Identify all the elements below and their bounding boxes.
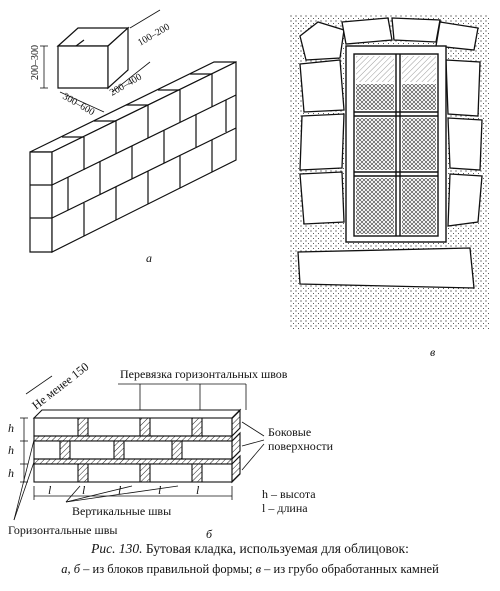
not-less-label: Не менее 150 <box>29 359 91 412</box>
l-label-3: l <box>118 483 122 497</box>
dim-length-a-label: 300–600 <box>61 91 97 118</box>
panel-label-b: б <box>206 527 213 541</box>
joint-2 <box>33 458 233 465</box>
side-surfaces-line1: Боковые <box>268 425 311 439</box>
caption-line-2: а, б – из блоков правильной формы; в – и… <box>0 562 500 577</box>
course-middle <box>33 431 241 461</box>
figure-v-window: в <box>290 14 490 359</box>
block-dimension-lines <box>40 9 161 113</box>
dim-width-label: 100–200 <box>136 22 172 49</box>
caption-mid: – из блоков правильной формы; <box>80 562 256 576</box>
section-leaders <box>13 375 265 521</box>
h-label-3: h <box>8 466 14 480</box>
figure-b-section <box>13 375 265 521</box>
caption-v: в <box>255 562 262 576</box>
figure-a-block-wall <box>29 9 237 253</box>
horizontal-joints-label: Горизонтальные швы <box>8 523 117 537</box>
single-block <box>56 26 130 90</box>
caption-line-1: Рис. 130. Бутовая кладка, используемая д… <box>0 541 500 557</box>
joint-1 <box>33 435 233 442</box>
horizontal-bond-label: Перевязка горизонтальных швов <box>120 367 288 381</box>
h-label-1: h <box>8 421 14 435</box>
panel-label-v: в <box>430 345 435 359</box>
h-label-2: h <box>8 443 14 457</box>
l-label-1: l <box>48 483 52 497</box>
legend-height: h – высота <box>262 487 316 501</box>
course-bottom <box>33 454 241 484</box>
side-surfaces-line2: поверхности <box>268 439 334 453</box>
rough-stones <box>297 17 483 289</box>
l-label-5: l <box>196 483 200 497</box>
caption-title: Бутовая кладка, используемая для облицов… <box>145 541 409 556</box>
window-glass <box>356 84 436 234</box>
caption-number: Рис. 130. <box>91 541 143 556</box>
window-upper-glass <box>356 56 436 82</box>
legend-length: l – длина <box>262 501 308 515</box>
block-wall <box>29 61 237 253</box>
vertical-joints-label: Вертикальные швы <box>72 504 171 518</box>
l-label-2: l <box>82 483 86 497</box>
course-top <box>32 408 242 438</box>
caption-suffix: – из грубо обработанных камней <box>261 562 439 576</box>
caption-ab: а, б <box>61 562 81 576</box>
panel-label-a: а <box>146 251 152 265</box>
dim-height-label: 200–300 <box>30 45 41 80</box>
l-label-4: l <box>158 483 162 497</box>
